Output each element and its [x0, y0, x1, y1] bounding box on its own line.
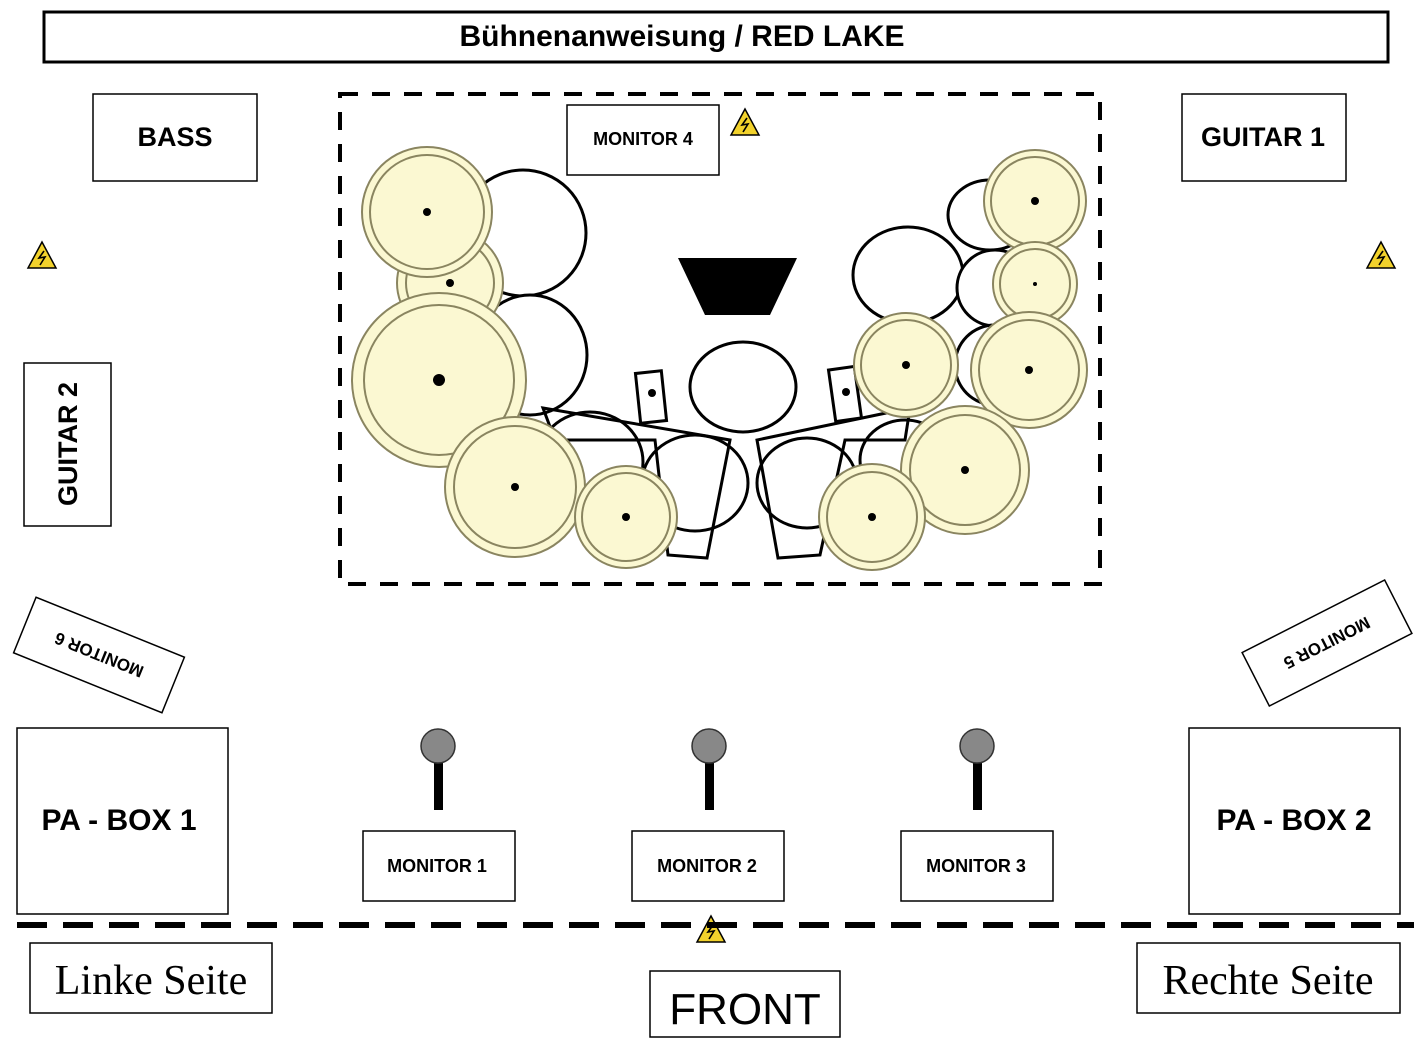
monitor3-box: [900, 830, 1054, 902]
monitor3-label: MONITOR 3: [926, 856, 1026, 876]
right-side-label: Rechte Seite: [1162, 958, 1373, 1004]
monitor1-label: MONITOR 1: [387, 856, 487, 876]
monitor2-box: [631, 830, 785, 902]
title-box: [42, 10, 1390, 64]
drum-throne: [678, 258, 797, 315]
monitor1-box: [362, 830, 516, 902]
left-side-label: Linke Seite: [55, 958, 247, 1004]
warning-icon-top: [730, 108, 760, 136]
tom-right-top: [851, 225, 965, 325]
pedal-right: [755, 406, 912, 560]
pa-box1-label: PA - BOX 1: [41, 804, 196, 837]
warning-icon-left: [27, 241, 57, 269]
warning-icon-right: [1366, 241, 1396, 269]
right-side-box: [1136, 942, 1401, 1014]
page-title: Bühnenanweisung / RED LAKE: [459, 20, 904, 53]
guitar2-label: GUITAR 2: [53, 382, 83, 506]
guitar2-box: [23, 362, 112, 527]
microphone-icon-3: [959, 728, 995, 810]
snare: [688, 340, 798, 434]
microphone-icon-1: [420, 728, 456, 810]
left-side-box: [29, 942, 273, 1014]
microphone-icon-2: [691, 728, 727, 810]
warning-icon-front: [696, 915, 726, 943]
pa-box2-label: PA - BOX 2: [1216, 804, 1371, 837]
monitor4-box: [566, 104, 720, 176]
monitor2-label: MONITOR 2: [657, 856, 757, 876]
front-label: FRONT: [669, 985, 821, 1034]
monitor6: MONITOR 6: [12, 596, 186, 714]
monitor5: MONITOR 5: [1241, 578, 1413, 708]
monitor4-label: MONITOR 4: [593, 129, 693, 149]
guitar1-box: [1181, 93, 1347, 182]
bass-label: BASS: [137, 122, 212, 152]
pa-box2: [1188, 727, 1401, 915]
hihat-pedal-left: [633, 369, 669, 425]
pa-box1: [16, 727, 229, 915]
guitar1-label: GUITAR 1: [1201, 122, 1325, 152]
bass-box: [92, 93, 258, 182]
drum-riser: [338, 92, 1102, 586]
front-box: [649, 970, 841, 1038]
